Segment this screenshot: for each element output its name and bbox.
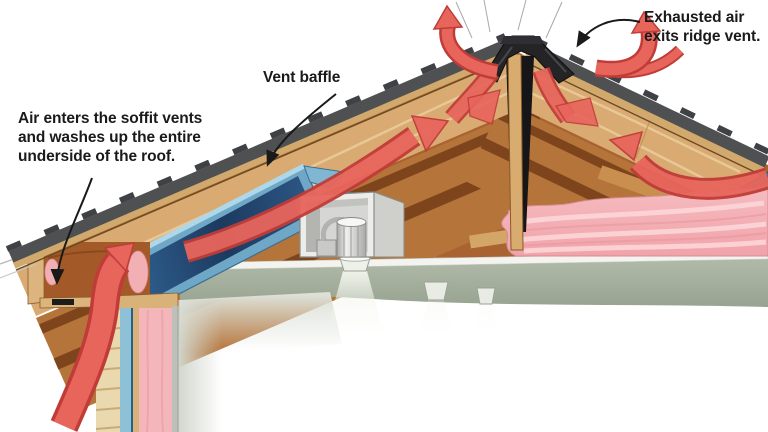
eave-speed-line — [0, 263, 37, 279]
label-ridge-vent: Exhausted air exits ridge vent. — [644, 9, 761, 46]
airflow-arrow-exhaust-left — [432, 4, 499, 80]
baffle-rim — [122, 163, 306, 262]
arrowhead — [410, 115, 450, 153]
light-beam — [474, 304, 498, 330]
airflow-flag — [554, 97, 599, 127]
left-shingle-tabs — [5, 33, 507, 252]
wall-stud-edge — [133, 308, 139, 432]
light-beam — [326, 271, 384, 334]
insulation-texture — [515, 200, 767, 254]
junction-box — [316, 239, 337, 257]
arrowhead — [608, 130, 644, 162]
left-shingles — [8, 38, 512, 263]
wall-sheathing-blue — [120, 308, 133, 432]
ceiling-assembly — [178, 251, 768, 432]
right-shingle-tabs — [531, 36, 768, 155]
left-sheathing-line — [15, 56, 515, 271]
right-shingles — [526, 42, 768, 168]
box-side — [373, 191, 405, 258]
label-soffit-vents: Air enters the soffit vents and washes u… — [18, 110, 203, 166]
left-sheathing-edge — [12, 48, 514, 269]
ridge-leader-arrow — [576, 19, 641, 48]
recessed-light-can — [476, 287, 496, 305]
soffit-vent-slot — [52, 299, 74, 305]
roof-exterior — [0, 0, 768, 279]
wall-drywall-edge — [172, 306, 178, 432]
ridge-vent-top — [500, 36, 544, 44]
ridge-vent — [483, 35, 575, 84]
arrowhead — [432, 4, 464, 30]
airflow-arrows — [50, 4, 768, 432]
airflow-flag — [467, 89, 501, 125]
box-interior-shadow — [306, 202, 320, 252]
wall-insulation — [139, 308, 172, 432]
insulation-texture — [517, 213, 767, 247]
attic-insulation-batt — [501, 185, 768, 257]
soffit-leader-arrow — [50, 177, 93, 285]
housing-ribs — [343, 226, 359, 257]
light-beam — [420, 300, 452, 334]
wall-insulation-texture — [146, 309, 164, 432]
room-ceiling-shadow — [180, 292, 342, 356]
recessed-light-can — [423, 281, 449, 301]
ridge-speed-lines — [455, 0, 563, 39]
eave-insulation-bit — [127, 250, 149, 294]
ridge-board — [507, 53, 524, 251]
light-housing-top — [336, 217, 367, 227]
airflow-arrow-soffit-entry — [50, 242, 136, 432]
callout-leaders — [50, 19, 641, 285]
label-vent-baffle: Vent baffle — [263, 69, 341, 86]
airflow-arrow-right-deck — [608, 130, 768, 200]
arrowhead — [103, 242, 136, 273]
baffle-leader-arrow — [266, 93, 337, 167]
airflow-arrow-exhaust-right — [594, 10, 685, 79]
airflow-arrow-left-deck — [183, 115, 450, 263]
